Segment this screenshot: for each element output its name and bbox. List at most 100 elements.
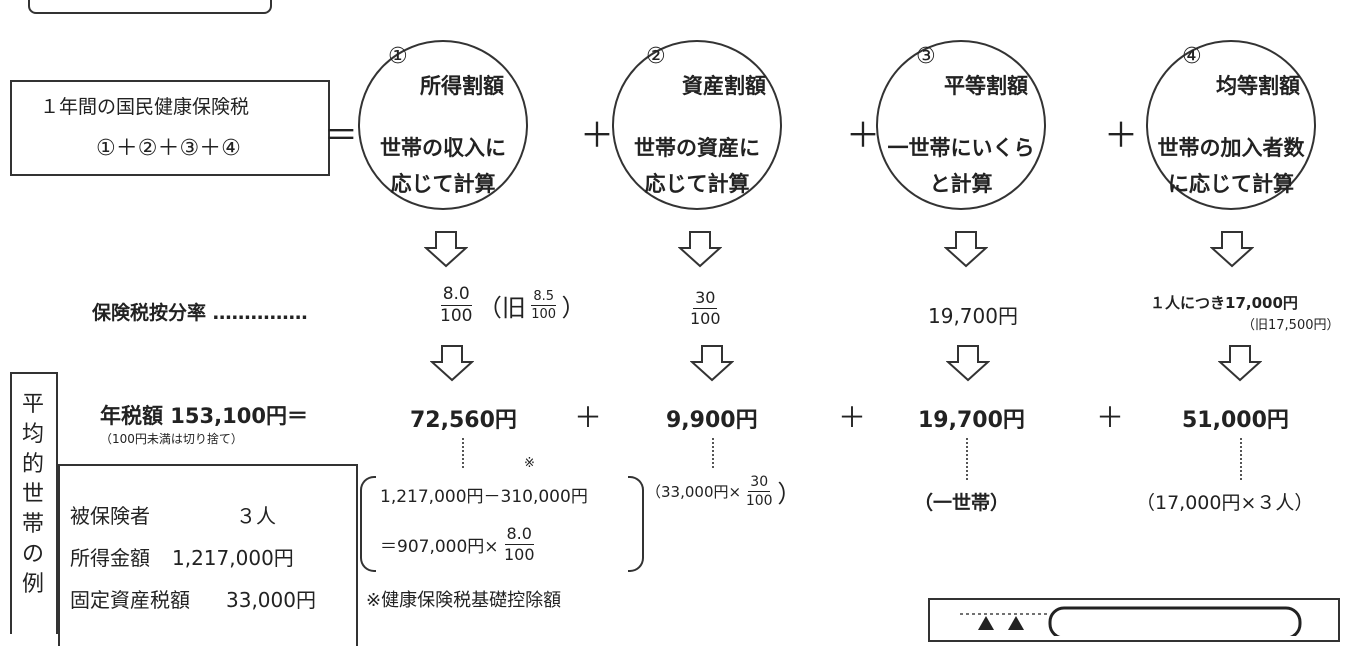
old-rate-prefix: （旧 — [477, 294, 526, 322]
circle-assets: ② 資産割額 世帯の資産に 応じて計算 — [612, 40, 782, 210]
plus-sign-2: ＋ — [846, 116, 880, 156]
down-arrow-icon — [678, 231, 722, 268]
rate-income-fraction: 8.0 100 — [440, 286, 472, 325]
vertical-char: 帯 — [21, 512, 44, 537]
insured-label: 被保険者 — [70, 504, 150, 528]
circle-desc-line2: 応じて計算 — [390, 172, 496, 196]
rate-per-capita-line2: （旧17,500円） — [1242, 318, 1340, 333]
old-rate-suffix: ） — [561, 294, 586, 322]
vertical-char: 均 — [21, 422, 44, 447]
top-box-fragment — [28, 0, 272, 14]
result-per-capita: 51,000円 — [1182, 408, 1289, 433]
circle-number: ② — [646, 44, 666, 69]
calc-per-capita: （17,000円×３人） — [1136, 492, 1314, 514]
calc-income-line2: ＝907,000円× 8.0 100 — [380, 526, 535, 563]
vertical-char: の — [21, 542, 44, 567]
equals-sign: ＝ — [324, 116, 358, 156]
fraction-numerator: 8.5 — [531, 289, 557, 306]
calc-income-bracket-left — [360, 476, 376, 572]
down-arrow-icon — [1218, 345, 1262, 382]
down-arrow-icon — [690, 345, 734, 382]
calc-income-prefix: ＝907,000円× — [380, 537, 499, 557]
fraction-numerator: 8.0 — [504, 524, 534, 545]
dotted-connector — [712, 438, 714, 468]
income-label: 所得金額 — [70, 546, 150, 570]
calc-assets-fraction: 30 100 — [746, 475, 773, 508]
calc-assets: （33,000円× 30 100 ） — [646, 474, 801, 509]
circle-title: 資産割額 — [682, 74, 766, 98]
dotted-connector — [462, 438, 464, 468]
income-value: 1,217,000円 — [172, 546, 294, 570]
dotted-connector — [966, 438, 968, 480]
household-box: 被保険者 ３人 所得金額 1,217,000円 固定資産税額 33,000円 — [58, 464, 358, 646]
vertical-char: 的 — [21, 452, 44, 477]
vertical-char: 平 — [21, 392, 44, 417]
plus-sign-result-1: ＋ — [574, 401, 603, 434]
fraction-denominator: 100 — [503, 545, 535, 564]
fraction-denominator: 100 — [531, 307, 557, 322]
result-equal: 19,700円 — [918, 408, 1025, 433]
circle-title: 所得割額 — [420, 74, 504, 98]
calc-income-bracket-right — [628, 476, 644, 572]
fraction-numerator: 30 — [748, 474, 771, 492]
down-arrow-icon — [944, 231, 988, 268]
fraction-denominator: 100 — [690, 309, 721, 328]
rate-income: 8.0 100 （旧 8.5 100 ） — [440, 286, 586, 325]
circle-desc-line1: 一世帯にいくら — [887, 136, 1035, 160]
circle-desc-line2: と計算 — [929, 172, 993, 196]
down-arrow-icon — [946, 345, 990, 382]
formula-expression: ①＋②＋③＋④ — [96, 136, 241, 161]
property-tax-label: 固定資産税額 — [70, 588, 190, 612]
calc-assets-prefix: （33,000円× — [646, 483, 742, 501]
result-income: 72,560円 — [410, 408, 517, 433]
circle-number: ③ — [916, 44, 936, 69]
circle-desc-line2: 応じて計算 — [644, 172, 750, 196]
rate-assets: 30 100 — [690, 290, 721, 327]
rounding-note: （100円未満は切り捨て） — [100, 432, 243, 446]
circle-income: ① 所得割額 世帯の収入に 応じて計算 — [358, 40, 528, 210]
circle-per-capita: ④ 均等割額 世帯の加入者数 に応じて計算 — [1146, 40, 1316, 210]
fraction-denominator: 100 — [440, 306, 473, 326]
annual-tax-label: 年税額 153,100円＝ — [100, 404, 308, 428]
vertical-label-box — [10, 372, 58, 634]
calc-equal: （一世帯） — [914, 492, 1010, 514]
footnote: ※健康保険税基礎控除額 — [366, 590, 562, 611]
circle-title: 均等割額 — [1216, 74, 1300, 98]
rate-assets-fraction: 30 100 — [690, 290, 721, 327]
formula-box: １年間の国民健康保険税 ①＋②＋③＋④ — [10, 80, 330, 176]
old-rate-fraction: 8.5 100 — [531, 290, 556, 321]
fraction-numerator: 8.0 — [440, 284, 472, 306]
calc-assets-suffix: ） — [777, 480, 802, 508]
down-arrow-icon — [424, 231, 468, 268]
circle-title: 平等割額 — [944, 74, 1028, 98]
plus-sign-result-3: ＋ — [1096, 401, 1125, 434]
illustration-icon — [960, 606, 1302, 636]
vertical-char: 世 — [21, 482, 44, 507]
insured-value: ３人 — [236, 504, 276, 528]
illustration-fragment — [928, 598, 1340, 642]
calc-income-line1: 1,217,000円－310,000円 — [380, 487, 588, 507]
result-assets: 9,900円 — [666, 408, 758, 433]
circle-number: ④ — [1182, 44, 1202, 69]
fraction-numerator: 30 — [693, 288, 718, 309]
formula-title: １年間の国民健康保険税 — [40, 96, 250, 118]
rate-label: 保険税按分率 …………… — [92, 302, 308, 324]
rate-equal: 19,700円 — [928, 304, 1018, 328]
circle-equal: ③ 平等割額 一世帯にいくら と計算 — [876, 40, 1046, 210]
circle-desc-line1: 世帯の加入者数 — [1157, 136, 1305, 160]
circle-desc-line1: 世帯の資産に — [634, 136, 760, 160]
down-arrow-icon — [1210, 231, 1254, 268]
vertical-label: 平 均 的 世 帯 の 例 — [14, 390, 52, 600]
plus-sign-result-2: ＋ — [838, 401, 867, 434]
dotted-connector — [1240, 438, 1242, 480]
vertical-char: 例 — [21, 572, 44, 597]
circle-desc-line2: に応じて計算 — [1168, 172, 1294, 196]
fraction-denominator: 100 — [745, 493, 773, 509]
circle-number: ① — [388, 44, 408, 69]
calc-income-star: ※ — [524, 456, 535, 471]
rate-per-capita-line1: １人につき17,000円 — [1150, 294, 1298, 312]
circle-desc-line1: 世帯の収入に — [380, 136, 506, 160]
down-arrow-icon — [430, 345, 474, 382]
plus-sign-1: ＋ — [580, 116, 614, 156]
property-tax-value: 33,000円 — [226, 588, 316, 612]
